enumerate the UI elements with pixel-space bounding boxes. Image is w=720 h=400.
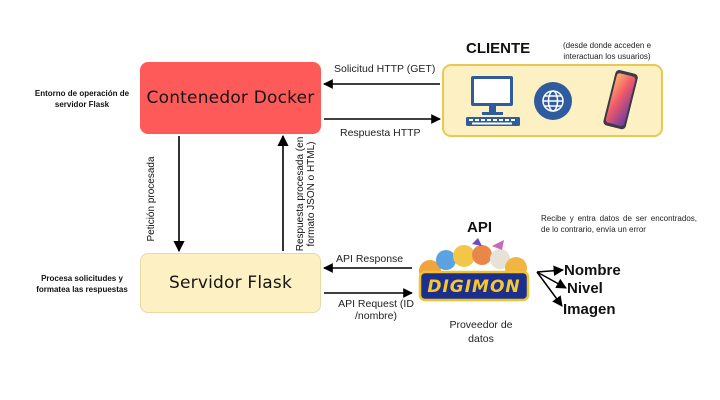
api-response-label: API Response xyxy=(336,253,404,265)
api-title: API xyxy=(467,219,493,236)
api-request-label: API Request (ID /nombre) xyxy=(338,298,414,322)
api-note: Recibe y entra datos de ser encontrados,… xyxy=(541,214,697,234)
digimon-characters-icon xyxy=(418,238,530,302)
flask-title: Servidor Flask xyxy=(168,273,293,293)
flask-role-note: Procesa solicitudes y formatea las respu… xyxy=(36,274,128,294)
field-arrow-nombre xyxy=(536,265,565,276)
desktop-computer-icon xyxy=(466,76,520,126)
field-nombre: Nombre xyxy=(564,262,621,279)
docker-env-note: Entorno de operación de servidor Flask xyxy=(34,89,130,109)
field-nivel: Nivel xyxy=(567,280,603,297)
processed-request-label: Petición procesada xyxy=(146,156,157,242)
http-request-label: Solicitud HTTP (GET) xyxy=(334,63,436,75)
client-note: (desde donde acceden e interactuan los u… xyxy=(562,41,652,61)
digimon-logo: DIGIMON xyxy=(412,238,536,308)
client-title: CLIENTE xyxy=(466,40,531,57)
provider-label: Proveedor de datos xyxy=(449,319,513,345)
field-arrow-nivel xyxy=(536,271,567,289)
processed-response-label: Respuesta procesada (en formato JSON o H… xyxy=(295,136,317,252)
client-box xyxy=(442,64,663,137)
field-arrow-imagen xyxy=(536,271,563,307)
docker-title: Contenedor Docker xyxy=(146,88,315,108)
smartphone-icon xyxy=(603,70,638,130)
globe-icon xyxy=(534,82,572,120)
field-imagen: Imagen xyxy=(563,301,616,318)
flask-server-box: Servidor Flask xyxy=(140,253,321,313)
http-response-label: Respuesta HTTP xyxy=(340,127,421,139)
digimon-logo-text: DIGIMON xyxy=(427,277,521,297)
docker-container-box: Contenedor Docker xyxy=(140,62,321,134)
